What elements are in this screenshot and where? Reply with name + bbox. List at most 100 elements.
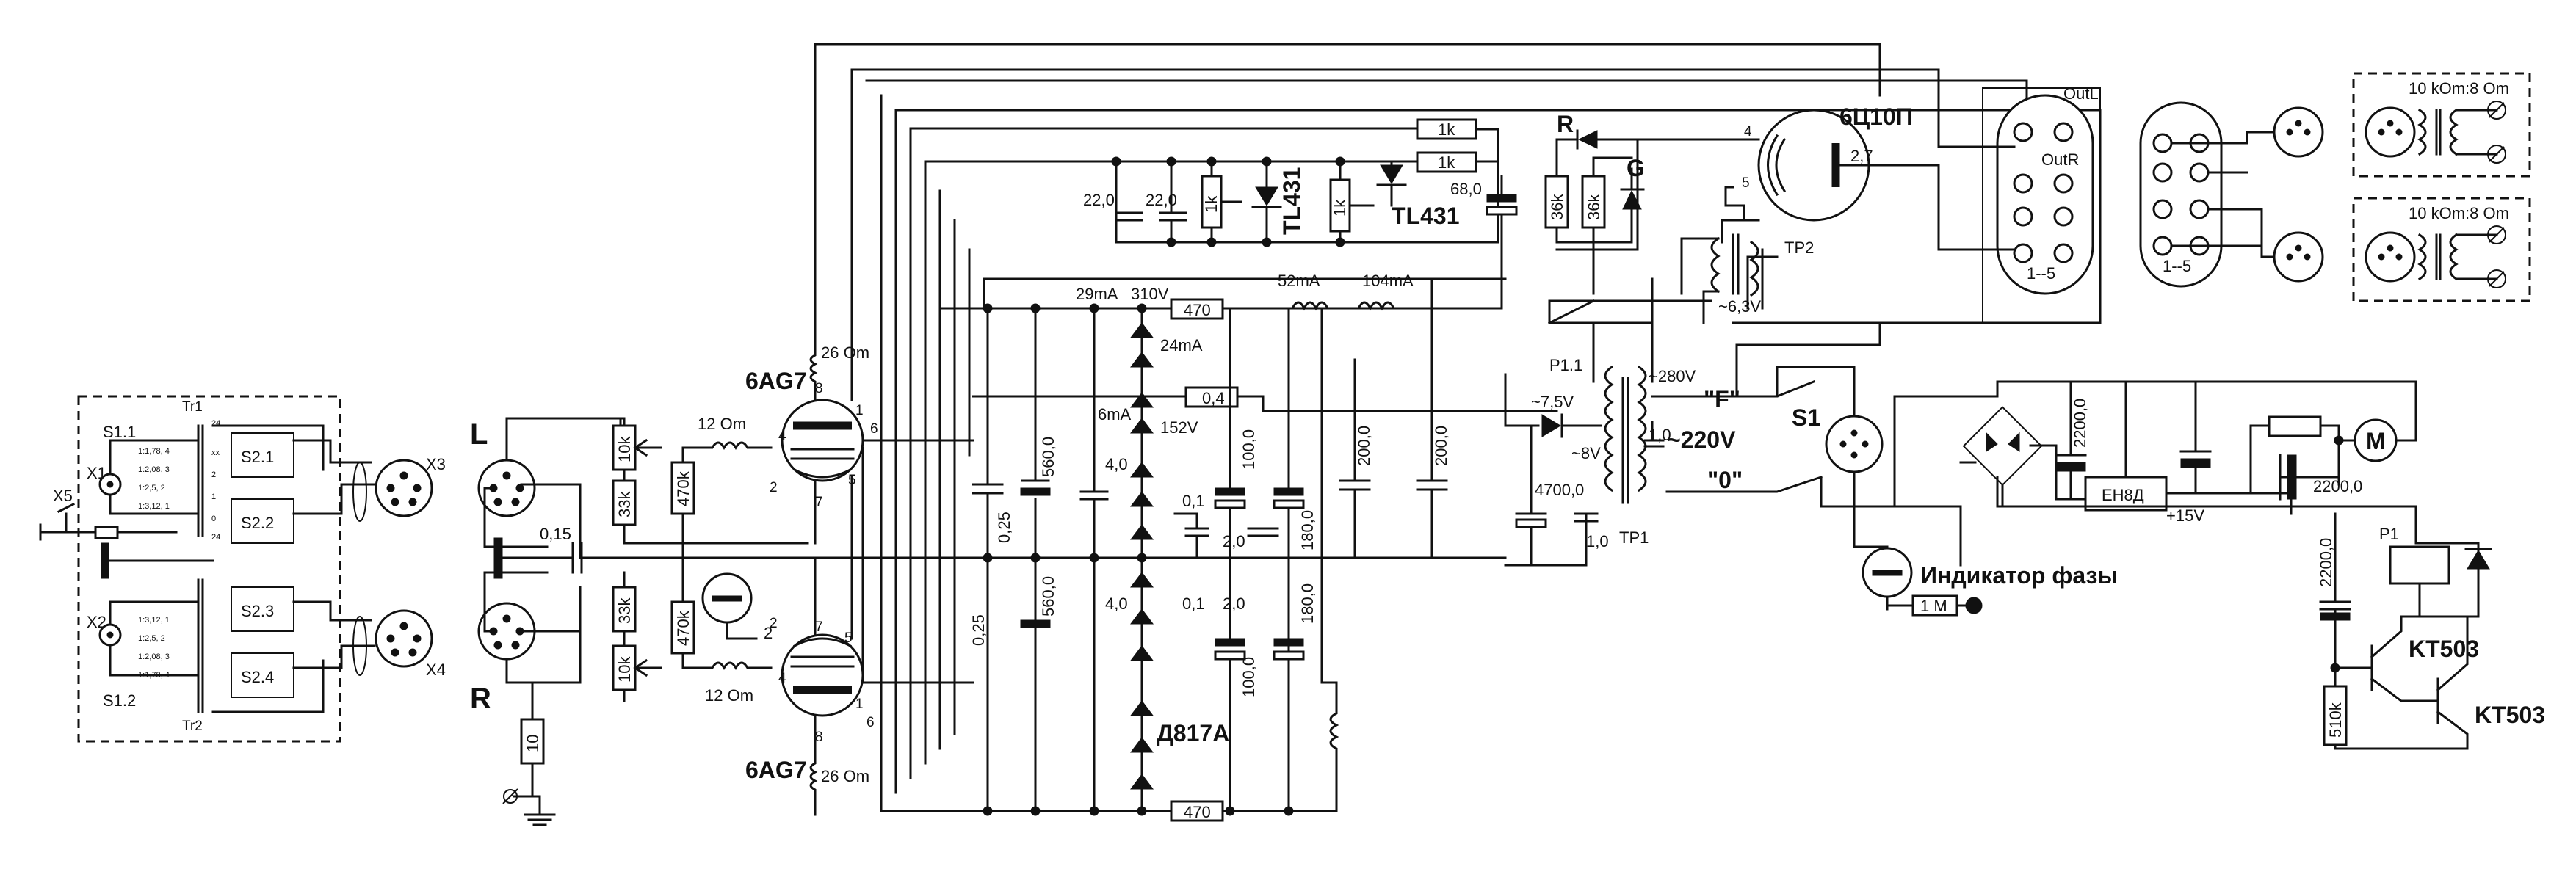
x3-din-socket [375, 459, 433, 517]
svg-text:6: 6 [870, 421, 878, 437]
rectifier-section: 6Ц10П 4 5 2,7 R G 36k 36k TP2 ~6,3V P1.1 [1504, 103, 2118, 617]
svg-text:~7,5V: ~7,5V [1531, 393, 1574, 411]
heater-coil-upper [809, 43, 1881, 401]
svg-text:2200,0: 2200,0 [2071, 399, 2089, 448]
output-transformer-box-2 [2352, 197, 2531, 302]
rectifier-diode [1541, 414, 1561, 437]
c-015 [571, 542, 1507, 574]
s1-2-label: S1.2 [103, 691, 136, 710]
svg-text:7: 7 [815, 619, 823, 635]
svg-text:1: 1 [211, 492, 216, 501]
r-04 [1184, 386, 1239, 408]
svg-text:1k: 1k [1438, 120, 1455, 139]
svg-text:1:3,12, 1: 1:3,12, 1 [138, 502, 170, 511]
svg-text:36k: 36k [1548, 194, 1566, 220]
tp1-secondary [1637, 365, 1647, 492]
zener-1 [1130, 322, 1154, 338]
v15-label: +15V [2166, 506, 2204, 525]
svg-text:S2.1: S2.1 [241, 448, 274, 466]
output-tubes: 6AG7 8 4 1 6 2 5 7 6AG7 8 4 1 6 2 5 7 26… [745, 43, 1881, 816]
outr-label: OutR [2041, 150, 2079, 169]
svg-text:2,0: 2,0 [1223, 532, 1245, 550]
relay-coil [2389, 545, 2450, 585]
svg-text:2,0: 2,0 [1223, 594, 1245, 613]
c-200-b [1416, 277, 1448, 559]
svg-text:10k: 10k [615, 656, 634, 683]
svg-text:4,0: 4,0 [1105, 594, 1128, 613]
r-470k-upper [670, 461, 695, 515]
svg-text:6: 6 [866, 715, 875, 730]
svg-text:1--5: 1--5 [2163, 257, 2191, 275]
s2-2-switch [231, 498, 294, 544]
svg-text:xx: xx [211, 448, 220, 457]
svg-text:2: 2 [770, 616, 778, 631]
svg-text:4,0: 4,0 [1105, 455, 1128, 473]
tube-6c10p-label: 6Ц10П [1839, 103, 1913, 130]
svg-text:1:2,08, 3: 1:2,08, 3 [138, 652, 170, 661]
kt503-q1-base [2334, 644, 2373, 691]
input-r-label: R [470, 683, 491, 715]
relay-diode [2467, 550, 2490, 570]
c-2-upper [1247, 527, 1279, 537]
tp1-label: TP1 [1619, 528, 1649, 547]
tube-upper-label: 6AG7 [745, 368, 807, 394]
svg-text:560,0: 560,0 [1039, 576, 1057, 617]
svg-text:2200,0: 2200,0 [2313, 477, 2362, 495]
tl431-b-label: TL431 [1392, 203, 1459, 229]
svg-text:560,0: 560,0 [1039, 437, 1057, 477]
outl-label: OutL [2063, 84, 2099, 103]
input-ground-bar [493, 537, 503, 579]
input-selector-block: X5 X1 S1.1 X2 S1.2 Tr1 1:1,78, 4 1:2,08,… [39, 395, 446, 743]
svg-text:2,7: 2,7 [1850, 147, 1873, 165]
svg-text:1: 1 [855, 697, 864, 712]
svg-text:2: 2 [211, 470, 216, 479]
c-180-lower [1273, 638, 1304, 647]
svg-text:2: 2 [764, 624, 773, 642]
regulator-eh8d [2084, 476, 2168, 512]
tp2-secondary [1749, 240, 1759, 297]
svg-text:22,0: 22,0 [1146, 191, 1177, 209]
kom-label-1: 10 kOm:8 Om [2409, 79, 2509, 98]
tube-lower-label: 6AG7 [745, 757, 807, 783]
svg-text:1k: 1k [1331, 199, 1349, 217]
svg-text:1--5: 1--5 [2027, 264, 2055, 283]
svg-text:100,0: 100,0 [1240, 657, 1258, 697]
svg-text:4: 4 [778, 429, 786, 444]
svg-text:0,1: 0,1 [1182, 594, 1205, 613]
tr2-core [197, 578, 204, 713]
svg-text:0: 0 [211, 514, 216, 523]
x5-resistor [94, 526, 119, 539]
r-470k-lower [670, 600, 695, 655]
c-4700 [1515, 518, 1547, 528]
svg-text:22,0: 22,0 [1083, 191, 1115, 209]
tl431-a-diode [1255, 186, 1278, 206]
svg-text:4700,0: 4700,0 [1535, 481, 1584, 499]
svg-text:M: M [2366, 428, 2386, 454]
svg-text:200,0: 200,0 [1355, 426, 1373, 466]
s2-4-switch [231, 652, 294, 698]
svg-text:0,1: 0,1 [1182, 492, 1205, 510]
relay-p1-label: P1 [2379, 525, 2399, 543]
svg-text:470k: 470k [674, 610, 692, 646]
svg-text:~6,3V: ~6,3V [1718, 297, 1761, 316]
svg-text:26 Om: 26 Om [821, 343, 869, 362]
svg-text:1k: 1k [1202, 195, 1220, 213]
s1-label: S1 [1792, 404, 1820, 431]
svg-text:1:2,08, 3: 1:2,08, 3 [138, 465, 170, 474]
svg-text:0,4: 0,4 [1202, 389, 1225, 407]
tp1-primary [1604, 365, 1614, 492]
svg-text:5: 5 [1742, 175, 1750, 191]
c-015-label: 0,15 [540, 525, 571, 543]
s2-1-switch [231, 432, 294, 478]
svg-text:4: 4 [1744, 124, 1752, 139]
r-33k-lower [612, 586, 637, 633]
svg-text:1,0: 1,0 [1586, 532, 1609, 550]
c-100-psu [2180, 458, 2211, 468]
svg-text:24mA: 24mA [1160, 336, 1203, 354]
output-transformer-box-1 [2352, 72, 2531, 178]
svg-text:2: 2 [770, 480, 778, 495]
svg-text:33k: 33k [615, 491, 634, 517]
c-22-a [1115, 211, 1143, 222]
grid-inductor-lower [681, 661, 773, 671]
